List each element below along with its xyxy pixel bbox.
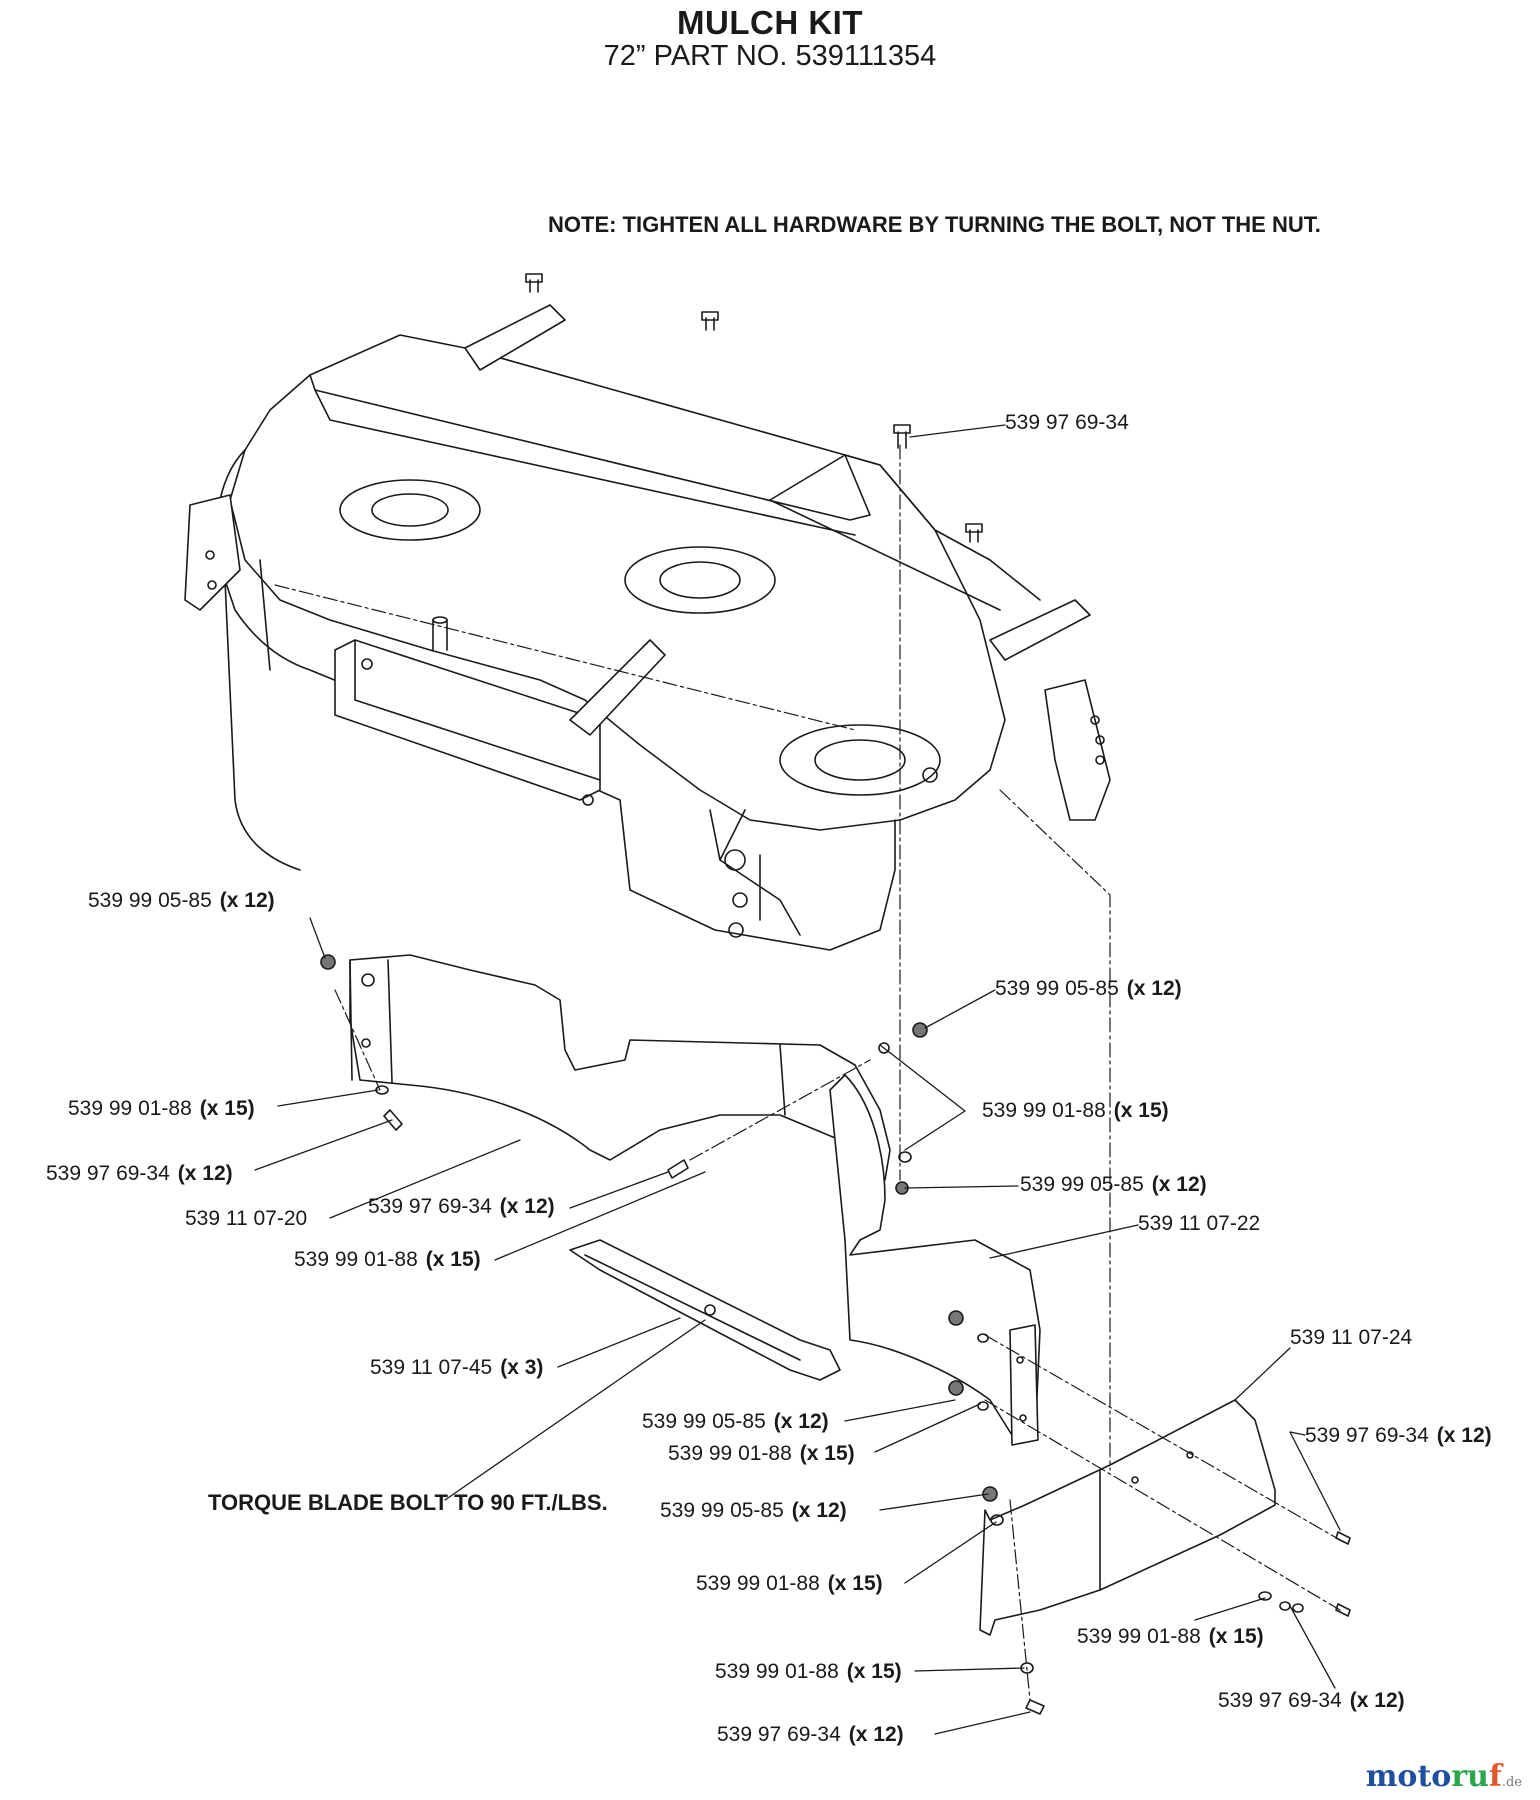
callout-baffle-24: 539 11 07-24 [1290, 1326, 1413, 1349]
baffle-part-24 [979, 1399, 1276, 1636]
callout-washer-lower: 539 99 01-88(x 15) [696, 1572, 883, 1595]
motoruf-watermark: motoruf.de [1365, 1759, 1522, 1794]
callout-bolt-top: 539 97 69-34 [1005, 411, 1129, 434]
callout-nut-lower: 539 99 05-85(x 12) [660, 1499, 847, 1522]
callout-bolt-bottom: 539 97 69-34(x 12) [717, 1723, 904, 1746]
callout-washer-left: 539 99 01-88(x 15) [68, 1097, 255, 1120]
baffle-part-22 [829, 1074, 1041, 1446]
callout-bolt-center: 539 97 69-34(x 12) [368, 1195, 555, 1218]
tighten-hardware-note: NOTE: TIGHTEN ALL HARDWARE BY TURNING TH… [548, 212, 1321, 237]
callout-nut-lower-mid: 539 99 05-85(x 12) [642, 1410, 829, 1433]
torque-blade-note: TORQUE BLADE BOLT TO 90 FT./LBS. [208, 1490, 608, 1515]
mower-deck [184, 304, 1111, 951]
callout-blade-45: 539 11 07-45(x 3) [370, 1356, 544, 1379]
part-number-subtitle: 72” PART NO. 539111354 [603, 40, 937, 72]
callout-washer-right-lower: 539 99 01-88(x 15) [1077, 1625, 1264, 1648]
baffle-part-20 [349, 954, 891, 1181]
center-lines [274, 444, 1341, 1701]
blade-part-45 [569, 1239, 841, 1381]
leader-lines [254, 424, 1341, 1735]
callout-nut-right-mid: 539 99 05-85(x 12) [1020, 1173, 1207, 1196]
callout-nut-right-upper: 539 99 05-85(x 12) [995, 977, 1182, 1000]
callout-washer-center: 539 99 01-88(x 15) [294, 1248, 481, 1271]
callout-baffle-20: 539 11 07-20 [185, 1207, 308, 1230]
diagram-title: MULCH KIT [677, 4, 863, 41]
deck-bolts [525, 273, 983, 543]
callout-washer-bottom: 539 99 01-88(x 15) [715, 1660, 902, 1683]
callout-baffle-22: 539 11 07-22 [1138, 1212, 1261, 1235]
callout-bolt-far-right: 539 97 69-34(x 12) [1305, 1424, 1492, 1447]
callout-bolt-right-lower: 539 97 69-34(x 12) [1218, 1689, 1405, 1712]
callout-bolt-left: 539 97 69-34(x 12) [46, 1162, 233, 1185]
callout-washer-right-upper: 539 99 01-88(x 15) [982, 1099, 1169, 1122]
callout-washer-lower-mid: 539 99 01-88(x 15) [668, 1442, 855, 1465]
callout-nut-left: 539 99 05-85(x 12) [88, 889, 275, 912]
